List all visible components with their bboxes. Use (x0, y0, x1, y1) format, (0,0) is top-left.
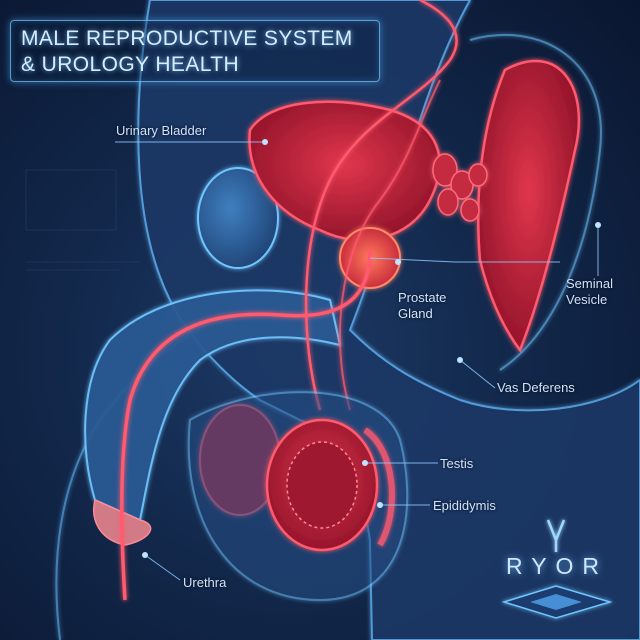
logo-pedestal (501, 585, 613, 619)
label-urethra: Urethra (183, 575, 227, 590)
title-box: MALE REPRODUCTIVE SYSTEM & UROLOGY HEALT… (10, 20, 380, 82)
title-line-1: MALE REPRODUCTIVE SYSTEM (21, 27, 353, 50)
testis-lobules (286, 441, 358, 529)
leader-lines (115, 141, 599, 581)
logo-mark-icon (546, 519, 566, 552)
label-seminal-vesicle: Seminal Vesicle (566, 276, 613, 307)
rectum (477, 59, 580, 353)
title-line-2: & UROLOGY HEALTH (21, 53, 240, 76)
label-urinary-bladder: Urinary Bladder (116, 123, 207, 138)
urethra-path (119, 249, 372, 601)
urinary-bladder-shape (248, 100, 441, 242)
leader-dots (142, 139, 601, 558)
label-vas-deferens: Vas Deferens (497, 380, 575, 395)
label-prostate-gland: Prostate Gland (398, 290, 447, 321)
pubic-bone (197, 167, 279, 269)
epididymis-shape (363, 427, 395, 547)
label-epididymis: Epididymis (433, 498, 496, 513)
brand-logo: RYOR (506, 553, 609, 579)
colon-outer (469, 34, 602, 371)
seminal-vesicle-shape (432, 153, 488, 222)
vas-deferens-path (304, 0, 458, 411)
label-testis: Testis (440, 456, 474, 471)
vas-deferens-path-2 (339, 79, 441, 411)
